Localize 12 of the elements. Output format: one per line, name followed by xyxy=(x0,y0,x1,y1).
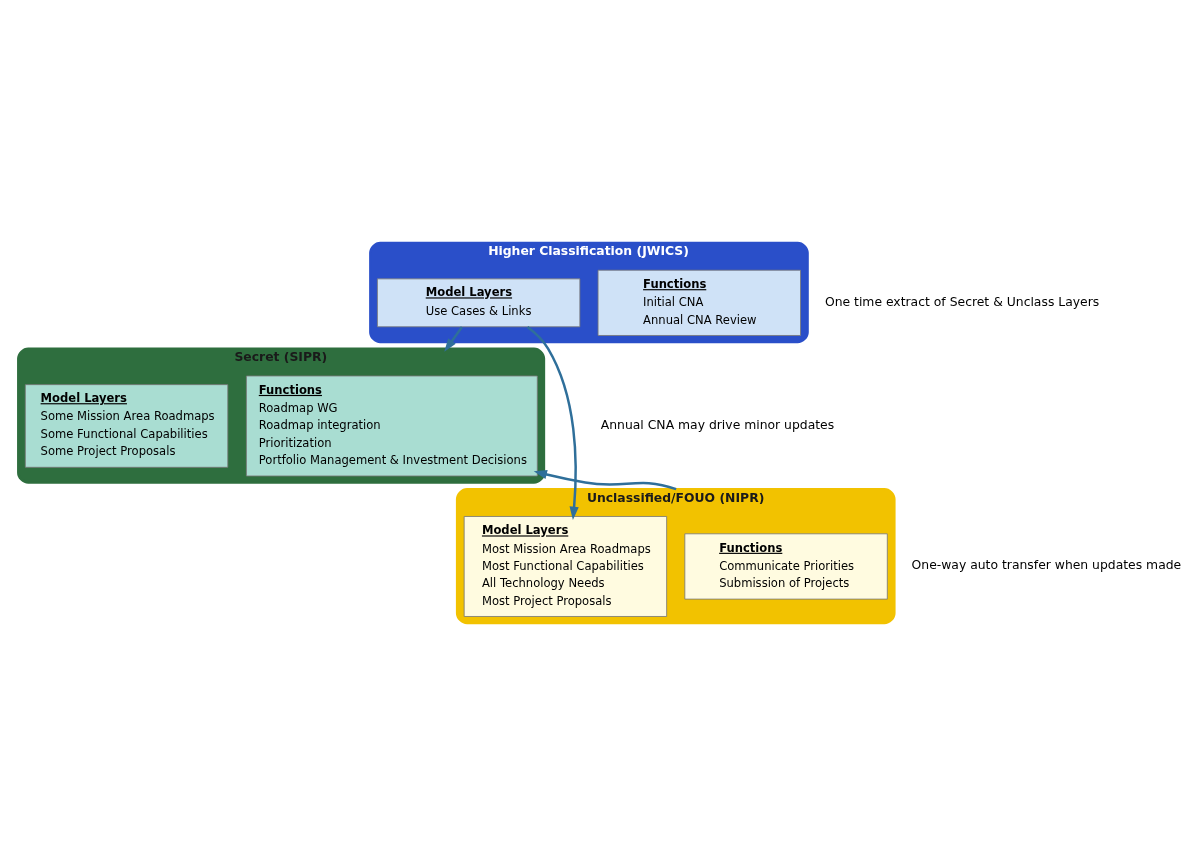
node-box: Functions Initial CNA Annual CNA Review xyxy=(597,269,801,336)
node-box: Functions Communicate Priorities Submission of Projects xyxy=(684,533,888,600)
node-box: Model Layers Use Cases & Links xyxy=(376,278,581,328)
arrow xyxy=(533,470,677,491)
label: Annual CNA may drive minor updates xyxy=(600,416,835,432)
node-box: Functions Roadmap WG Roadmap integration Prioritization Portfolio Management & Investment Decisions xyxy=(246,375,538,477)
label: One time extract of Secret & Unclass Layers xyxy=(824,293,1100,309)
arrow xyxy=(444,326,463,352)
node-box: Model Layers Some Mission Area Roadmaps Some Functional Capabilities Some Project Proposals xyxy=(24,384,229,468)
node-box: Model Layers Most Mission Area Roadmaps Most Functional Capabilities All Technology Needs Most Project Proposals xyxy=(463,516,668,617)
arrow xyxy=(526,326,579,520)
label: One-way auto transfer when updates made xyxy=(911,557,1182,573)
